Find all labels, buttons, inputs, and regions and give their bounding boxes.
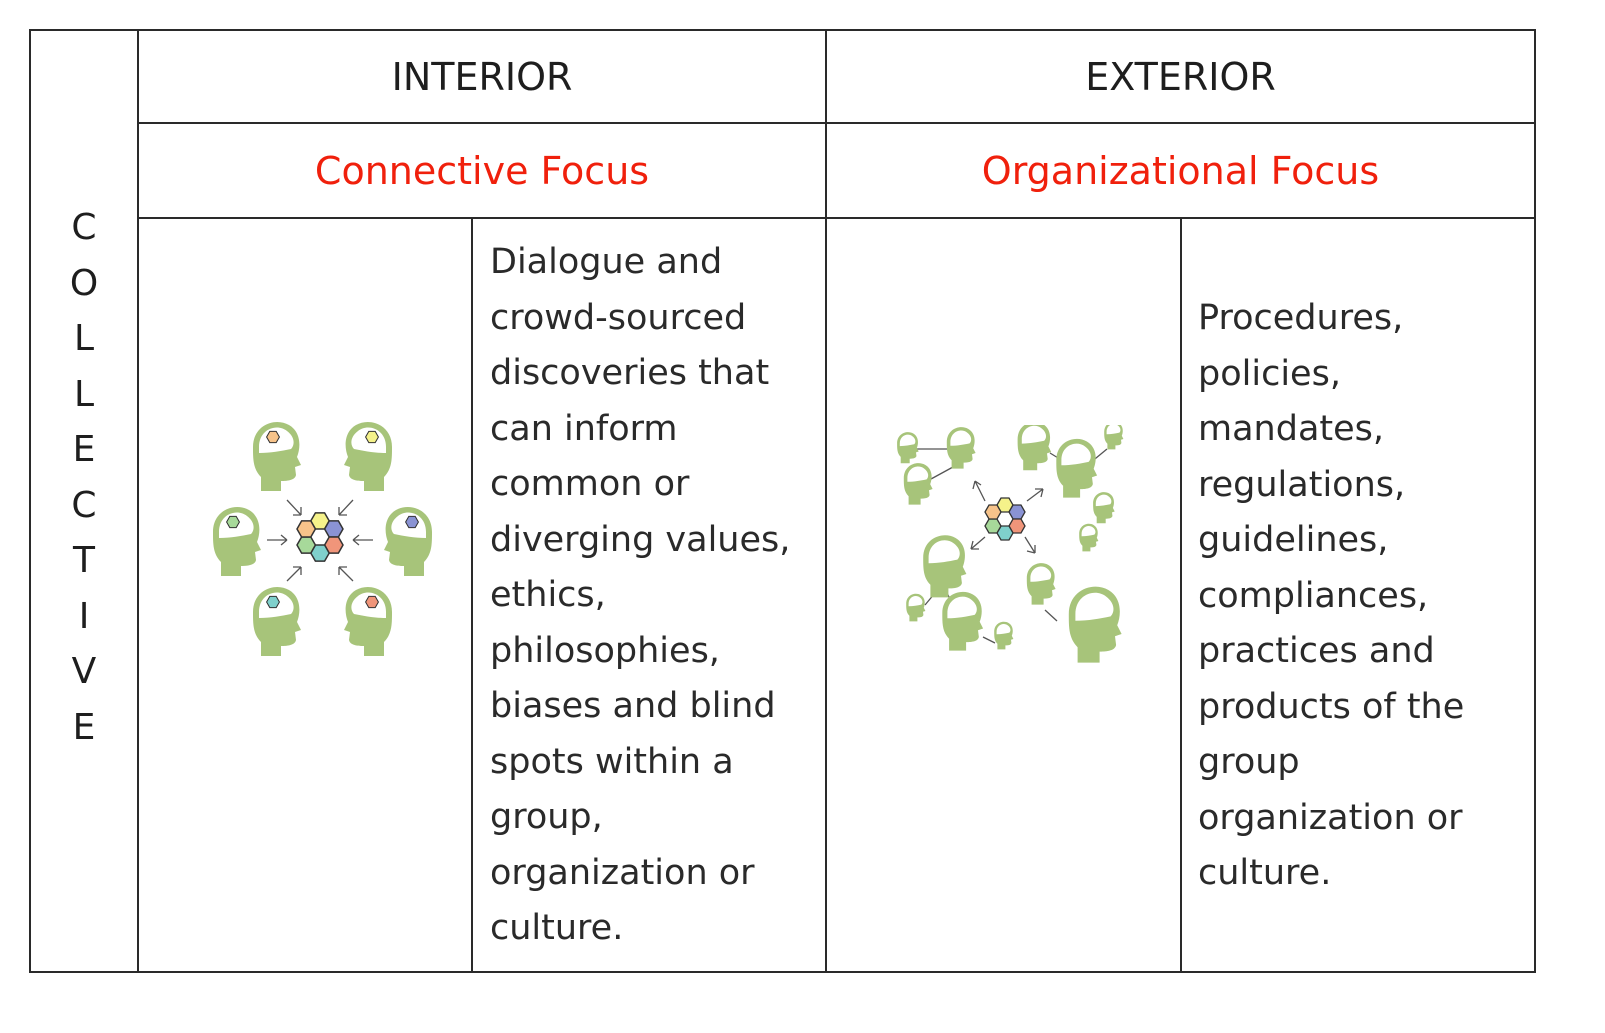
description-line: policies,: [1198, 353, 1341, 394]
description-line: practices and: [1198, 631, 1435, 671]
row-label-letter: L: [73, 373, 95, 415]
row-label-letter: E: [72, 429, 96, 470]
connective-focus-description: Dialogue and crowd-sourced discoveries tha…: [490, 235, 790, 957]
description-line: crowd-sourced: [490, 297, 747, 338]
column-header-exterior: EXTERIOR: [1085, 54, 1276, 99]
description-line: mandates,: [1198, 409, 1385, 449]
organizational-focus-title: Organizational Focus: [981, 148, 1380, 193]
column-header-interior: INTERIOR: [391, 54, 573, 99]
heads-converging-on-hexagon-cluster-icon: [213, 421, 432, 656]
divider: [825, 29, 827, 973]
description-line: group: [1198, 742, 1300, 782]
description-line: ethics,: [490, 575, 606, 615]
description-line: regulations,: [1198, 464, 1406, 505]
divider: [1180, 218, 1182, 973]
description-line: discoveries that: [490, 353, 770, 393]
divider: [471, 218, 473, 973]
row-label-letter: I: [78, 595, 90, 637]
table-border-top: [29, 29, 1536, 31]
row-label-letter: C: [71, 207, 97, 248]
table-border-bottom: [29, 971, 1536, 973]
row-label-letter: O: [69, 262, 99, 304]
description-line: products of the: [1198, 686, 1465, 727]
description-line: common or: [490, 464, 690, 504]
description-line: compliances,: [1198, 575, 1429, 616]
table-border-left: [29, 29, 31, 973]
description-line: culture.: [1198, 853, 1332, 893]
divider: [137, 122, 1536, 124]
description-line: Dialogue and: [490, 242, 723, 282]
divider: [137, 217, 1536, 219]
row-label-letter: C: [71, 484, 97, 526]
description-line: biases and blind: [490, 686, 776, 726]
description-line: Procedures,: [1198, 298, 1404, 338]
description-line: diverging values,: [490, 519, 791, 560]
description-line: spots within a: [490, 741, 734, 782]
organizational-focus-description: Procedures, policies, mandates, regulations…: [1198, 291, 1464, 902]
description-line: organization or: [1198, 797, 1463, 838]
connective-focus-title: Connective Focus: [314, 148, 650, 193]
description-line: culture.: [490, 908, 624, 948]
row-label-letter: T: [73, 540, 95, 581]
description-line: group,: [490, 797, 603, 837]
description-line: guidelines,: [1198, 520, 1389, 560]
description-line: philosophies,: [490, 630, 720, 671]
row-label-letter: E: [72, 706, 96, 748]
divider: [137, 29, 139, 973]
description-line: can inform: [490, 408, 678, 449]
description-line: organization or: [490, 852, 755, 893]
table-border-right: [1534, 29, 1536, 973]
hexagon-cluster-radiating-to-head-network-icon: [897, 425, 1124, 663]
row-label-letter: V: [71, 651, 97, 692]
row-label-letter: L: [73, 318, 95, 359]
